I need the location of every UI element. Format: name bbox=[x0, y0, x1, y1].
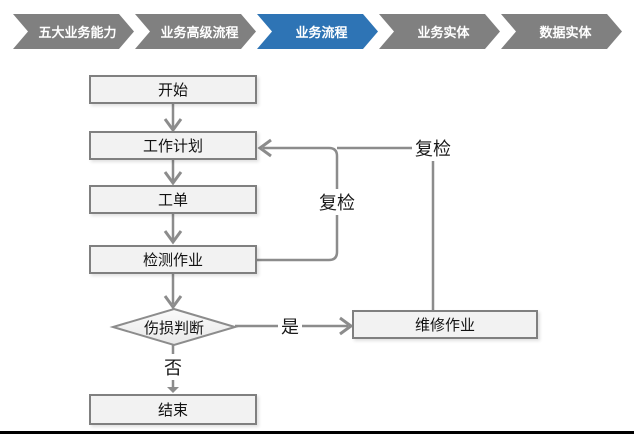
node-work-plan: 工作计划 bbox=[89, 131, 257, 160]
nav-step-label: 数据实体 bbox=[539, 25, 592, 40]
edge-label-recheck-inner: 复检 bbox=[316, 189, 358, 215]
node-start: 开始 bbox=[89, 75, 257, 104]
arrowhead-down-icon bbox=[163, 230, 183, 245]
edge-label-recheck-outer: 复检 bbox=[412, 135, 454, 161]
node-damage-decision: 伤损判断 bbox=[143, 319, 204, 337]
node-inspection-job: 检测作业 bbox=[89, 245, 257, 274]
arrowhead-small-down-icon bbox=[167, 387, 179, 393]
nav-step-label: 业务流程 bbox=[295, 25, 348, 40]
nav-step-business-entity[interactable]: 业务实体 bbox=[379, 14, 500, 49]
arrowhead-down-icon bbox=[163, 118, 183, 133]
nav-step-data-entity[interactable]: 数据实体 bbox=[501, 14, 622, 49]
arrowhead-left-icon bbox=[257, 138, 272, 158]
nav-step-five-capabilities[interactable]: 五大业务能力 bbox=[13, 14, 134, 49]
nav-step-business-process[interactable]: 业务流程 bbox=[257, 14, 378, 49]
arrowhead-right-icon bbox=[339, 316, 354, 336]
arrowhead-down-icon bbox=[163, 171, 183, 186]
edge-label-no: 否 bbox=[161, 354, 185, 380]
node-end: 结束 bbox=[89, 394, 257, 425]
node-work-order: 工单 bbox=[89, 185, 257, 214]
edge-repair-workplan-loop bbox=[337, 146, 435, 310]
node-repair-job: 维修作业 bbox=[352, 310, 538, 339]
nav-step-label: 五大业务能力 bbox=[38, 25, 117, 40]
breadcrumb-nav: 五大业务能力 业务高级流程 业务流程 业务实体 数据实体 bbox=[13, 14, 622, 49]
nav-step-highlevel-process[interactable]: 业务高级流程 bbox=[135, 14, 256, 49]
arrowhead-down-icon bbox=[163, 295, 183, 310]
edge-label-yes: 是 bbox=[278, 313, 302, 339]
page-border-bottom bbox=[0, 431, 634, 434]
nav-step-label: 业务实体 bbox=[417, 25, 470, 40]
nav-step-label: 业务高级流程 bbox=[160, 25, 239, 40]
